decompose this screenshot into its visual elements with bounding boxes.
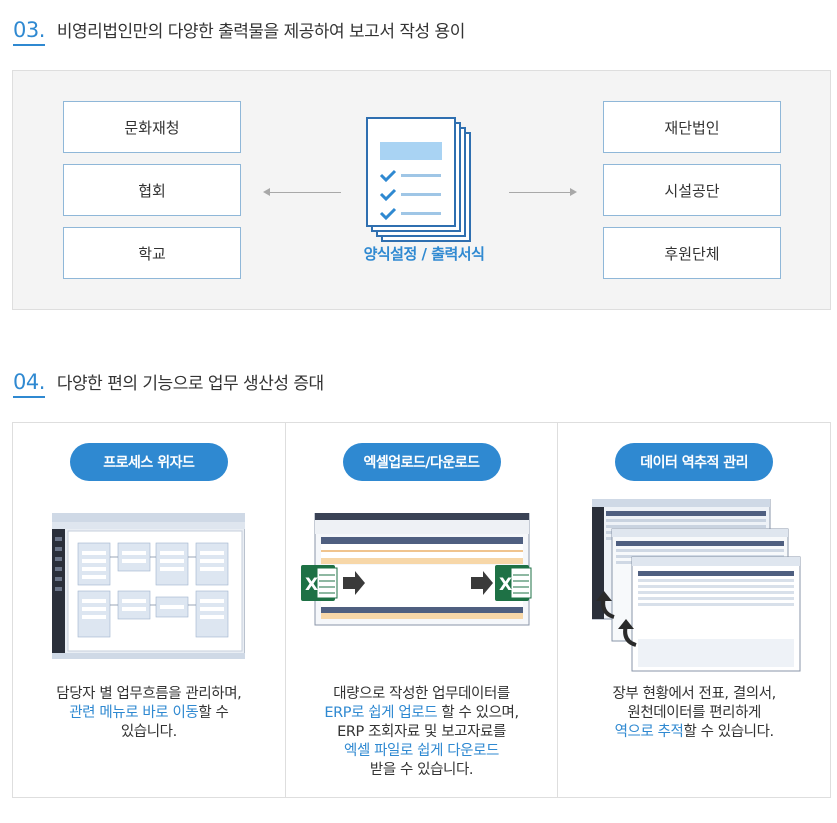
report-output-panel: 문화재청 협회 학교 양식설정 / 출력서식 재단법인 시설공단 후원단체 xyxy=(12,70,831,310)
desc-highlight: 역으로 추적 xyxy=(614,724,684,740)
desc-text: ERP 조회자료 및 보고자료를 xyxy=(337,724,506,740)
org-box-right-2: 시설공단 xyxy=(603,164,781,216)
section4-number: 04. xyxy=(13,370,45,398)
data-traceback-description: 장부 현황에서 전표, 결의서, 원천데이터를 편리하게 역으로 추적할 수 있… xyxy=(558,685,830,742)
org-box-left-3: 학교 xyxy=(63,227,241,279)
desc-text: 장부 현황에서 전표, 결의서, xyxy=(612,686,776,702)
process-wizard-description: 담당자 별 업무흐름을 관리하며, 관련 메뉴로 바로 이동할 수 있습니다. xyxy=(13,685,285,742)
desc-text: 담당자 별 업무흐름을 관리하며, xyxy=(56,686,242,702)
org-box-left-2: 협회 xyxy=(63,164,241,216)
desc-text: 할 수 있으며, xyxy=(437,705,519,721)
arrow-right-line xyxy=(509,192,571,193)
desc-text: 할 수 있습니다. xyxy=(683,724,775,740)
feature-data-traceback: 데이터 역추적 관리 장부 현황에서 전표, 결의서, 원천데이터를 편리하게 … xyxy=(558,423,830,797)
excel-upload-download-button[interactable]: 엑셀업로드/다운로드 xyxy=(342,443,501,481)
desc-highlight: 엑셀 파일로 쉽게 다운로드 xyxy=(344,743,499,759)
desc-text: 할 수 xyxy=(198,705,229,721)
data-traceback-button[interactable]: 데이터 역추적 관리 xyxy=(615,443,774,481)
section3-title: 비영리법인만의 다양한 출력물을 제공하여 보고서 작성 용이 xyxy=(56,22,465,42)
org-box-right-3: 후원단체 xyxy=(603,227,781,279)
section3-heading: 03. 비영리법인만의 다양한 출력물을 제공하여 보고서 작성 용이 xyxy=(13,17,465,47)
org-box-right-1: 재단법인 xyxy=(603,101,781,153)
excel-upload-screenshot: X X xyxy=(300,513,532,626)
section4-title: 다양한 편의 기능으로 업무 생산성 증대 xyxy=(56,374,324,394)
form-setting-caption: 양식설정 / 출력서식 xyxy=(363,245,485,263)
data-traceback-screenshot xyxy=(592,499,801,672)
features-panel: 프로세스 위자드 xyxy=(12,422,831,798)
desc-highlight: 관련 메뉴로 바로 이동 xyxy=(69,705,199,721)
svg-text:X: X xyxy=(499,575,512,595)
arrow-left-icon xyxy=(263,188,270,196)
process-wizard-button[interactable]: 프로세스 위자드 xyxy=(69,443,228,481)
section4-heading: 04. 다양한 편의 기능으로 업무 생산성 증대 xyxy=(13,369,324,399)
desc-text: 받을 수 있습니다. xyxy=(369,762,474,778)
org-box-left-1: 문화재청 xyxy=(63,101,241,153)
svg-text:X: X xyxy=(305,575,318,595)
process-wizard-screenshot xyxy=(52,513,245,659)
section3-number: 03. xyxy=(13,18,45,46)
feature-process-wizard: 프로세스 위자드 xyxy=(13,423,286,797)
desc-text: 원천데이터를 편리하게 xyxy=(627,705,761,721)
feature-excel-upload-download: 엑셀업로드/다운로드 X X 대량으로 작성한 업 xyxy=(286,423,559,797)
stacked-document-checklist-icon xyxy=(366,117,471,242)
arrow-right-icon xyxy=(570,188,577,196)
desc-highlight: ERP로 쉽게 업로드 xyxy=(324,705,438,721)
excel-description: 대량으로 작성한 업무데이터를 ERP로 쉽게 업로드 할 수 있으며, ERP… xyxy=(286,685,558,780)
desc-text: 대량으로 작성한 업무데이터를 xyxy=(333,686,510,702)
arrow-left-line xyxy=(269,192,341,193)
desc-text: 있습니다. xyxy=(120,724,177,740)
